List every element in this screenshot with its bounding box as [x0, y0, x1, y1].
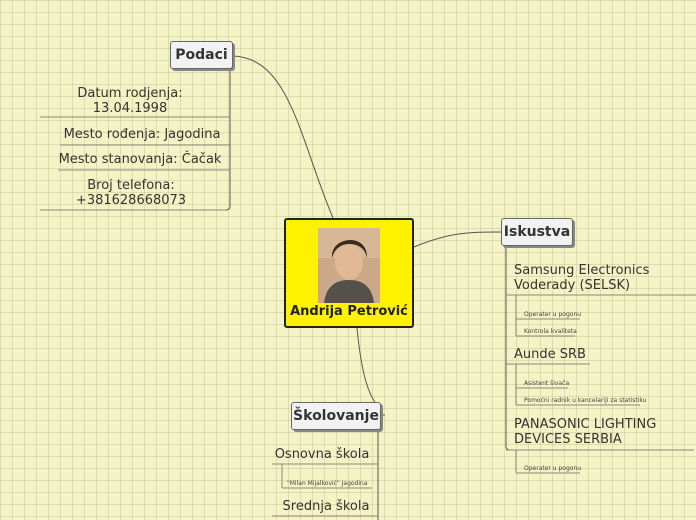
- podaci-item-value: 13.04.1998: [92, 101, 168, 116]
- skolovanje-item-osnovna[interactable]: Osnovna škola: [272, 447, 372, 462]
- iskustvo-company-samsung[interactable]: Samsung Electronics Voderady (SELSK): [514, 263, 649, 293]
- branch-podaci[interactable]: Podaci: [170, 41, 233, 69]
- school-sub-item[interactable]: "Milan Mijalković" Jagodina: [287, 480, 368, 487]
- school-label: Srednja škola: [282, 499, 370, 514]
- podaci-item-label: Datum rodjenja:: [77, 86, 183, 101]
- podaci-item-label: Mesto rođenja: Jagodina: [63, 127, 221, 142]
- company-name: Samsung Electronics: [514, 263, 650, 278]
- branch-podaci-title: Podaci: [175, 47, 228, 63]
- podaci-item-birthdate[interactable]: Datum rodjenja: 13.04.1998: [40, 86, 220, 116]
- central-name: Andrija Petrović: [290, 304, 408, 319]
- iskustvo-company-aunde[interactable]: Aunde SRB: [514, 347, 586, 362]
- podaci-item-value: +381628668073: [75, 193, 187, 208]
- role-item[interactable]: Operater u pogonu: [524, 311, 582, 318]
- branch-skolovanje[interactable]: Školovanje: [291, 402, 381, 430]
- role-item[interactable]: Operater u pogonu: [524, 465, 582, 472]
- company-name-line2: Voderady (SELSK): [514, 278, 631, 293]
- role-item[interactable]: Kontrola kvaliteta: [524, 328, 577, 335]
- podaci-item-phone[interactable]: Broj telefona: +381628668073: [42, 178, 220, 208]
- branch-skolovanje-title: Školovanje: [293, 408, 379, 424]
- podaci-item-residence[interactable]: Mesto stanovanja: Čačak: [58, 152, 222, 167]
- podaci-item-birthplace[interactable]: Mesto rođenja: Jagodina: [62, 127, 222, 142]
- role-item[interactable]: Asistent šivača: [524, 380, 570, 387]
- school-label: Osnovna škola: [274, 447, 370, 462]
- company-name: PANASONIC LIGHTING: [514, 417, 657, 432]
- podaci-item-label: Broj telefona:: [87, 178, 175, 193]
- company-name: Aunde SRB: [514, 347, 586, 362]
- company-name-line2: DEVICES SERBIA: [514, 432, 622, 447]
- skolovanje-item-srednja[interactable]: Srednja škola: [276, 499, 376, 514]
- profile-photo: [318, 228, 380, 303]
- branch-iskustvo[interactable]: Iskustva: [501, 218, 573, 246]
- central-node[interactable]: Andrija Petrović: [284, 218, 414, 328]
- podaci-item-label: Mesto stanovanja: Čačak: [58, 152, 222, 167]
- iskustvo-company-panasonic[interactable]: PANASONIC LIGHTING DEVICES SERBIA: [514, 417, 656, 447]
- branch-iskustvo-title: Iskustva: [503, 224, 571, 240]
- role-item[interactable]: Pomoćni radnik u kancelariji za statisti…: [524, 397, 647, 404]
